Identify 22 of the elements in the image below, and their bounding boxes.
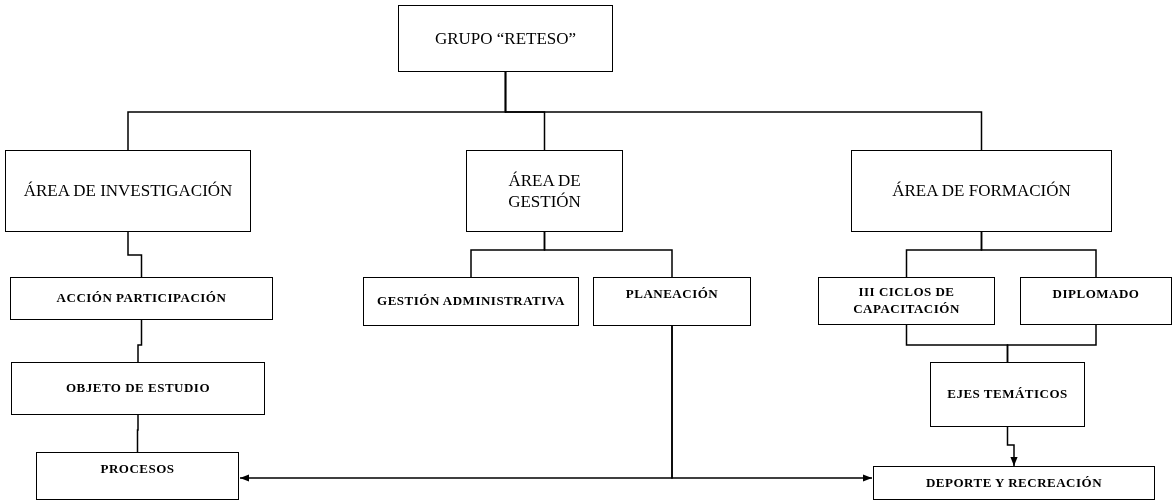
org-box: PLANEACIÓN	[593, 277, 751, 326]
org-box: OBJETO DE ESTUDIO	[11, 362, 265, 415]
org-box: III CICLOS DE CAPACITACIÓN	[818, 277, 995, 325]
org-box: ACCIÓN PARTICIPACIÓN	[10, 277, 273, 320]
org-box: DIPLOMADO	[1020, 277, 1172, 325]
arrow	[1006, 426, 1018, 467]
connector-line	[543, 231, 673, 278]
connector-line	[136, 414, 139, 453]
org-box: PROCESOS	[36, 452, 239, 500]
org-box: GESTIÓN ADMINISTRATIVA	[363, 277, 579, 326]
connector-line	[1006, 324, 1097, 363]
arrow	[671, 325, 873, 482]
org-box: EJES TEMÁTICOS	[930, 362, 1085, 427]
connector-line	[137, 319, 143, 363]
connector-line	[504, 71, 983, 151]
connector-line	[127, 231, 143, 278]
org-box: ÁREA DE GESTIÓN	[466, 150, 623, 232]
org-box: DEPORTE Y RECREACIÓN	[873, 466, 1155, 500]
connector-line	[980, 231, 1097, 278]
org-box: GRUPO “RETESO”	[398, 5, 613, 72]
org-box: ÁREA DE INVESTIGACIÓN	[5, 150, 251, 232]
org-box: ÁREA DE FORMACIÓN	[851, 150, 1112, 232]
